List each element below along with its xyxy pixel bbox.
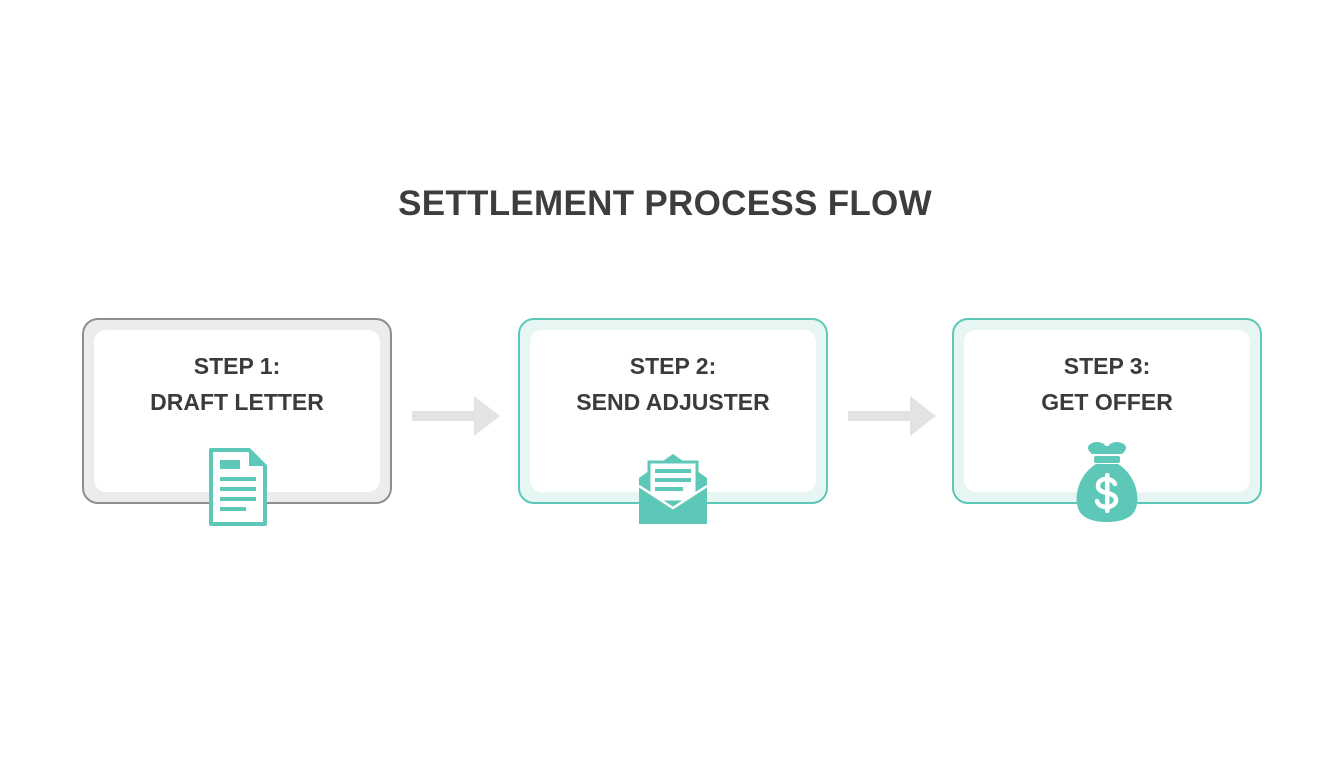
step-3-number: STEP 3: <box>1063 353 1151 379</box>
step-1-title: DRAFT LETTER <box>150 389 324 415</box>
step-3-card: STEP 3: GET OFFER <box>952 318 1262 522</box>
step-1-card: STEP 1: DRAFT LETTER <box>82 318 392 526</box>
money-bag-icon <box>1076 442 1138 522</box>
arrow-right-icon <box>412 396 500 436</box>
step-2-title: SEND ADJUSTER <box>576 389 770 415</box>
document-icon <box>209 448 267 526</box>
arrow-right-icon <box>848 396 936 436</box>
step-1-number: STEP 1: <box>193 353 281 379</box>
step-1-label: STEP 1: DRAFT LETTER <box>84 348 390 420</box>
step-2-card: STEP 2: SEND ADJUSTER <box>518 318 828 524</box>
step-3-label: STEP 3: GET OFFER <box>954 348 1260 420</box>
diagram-title: SETTLEMENT PROCESS FLOW <box>398 184 932 223</box>
step-2-label: STEP 2: SEND ADJUSTER <box>520 348 826 420</box>
step-2-number: STEP 2: <box>629 353 717 379</box>
step-3-title: GET OFFER <box>1041 389 1173 415</box>
envelope-icon <box>638 454 708 524</box>
